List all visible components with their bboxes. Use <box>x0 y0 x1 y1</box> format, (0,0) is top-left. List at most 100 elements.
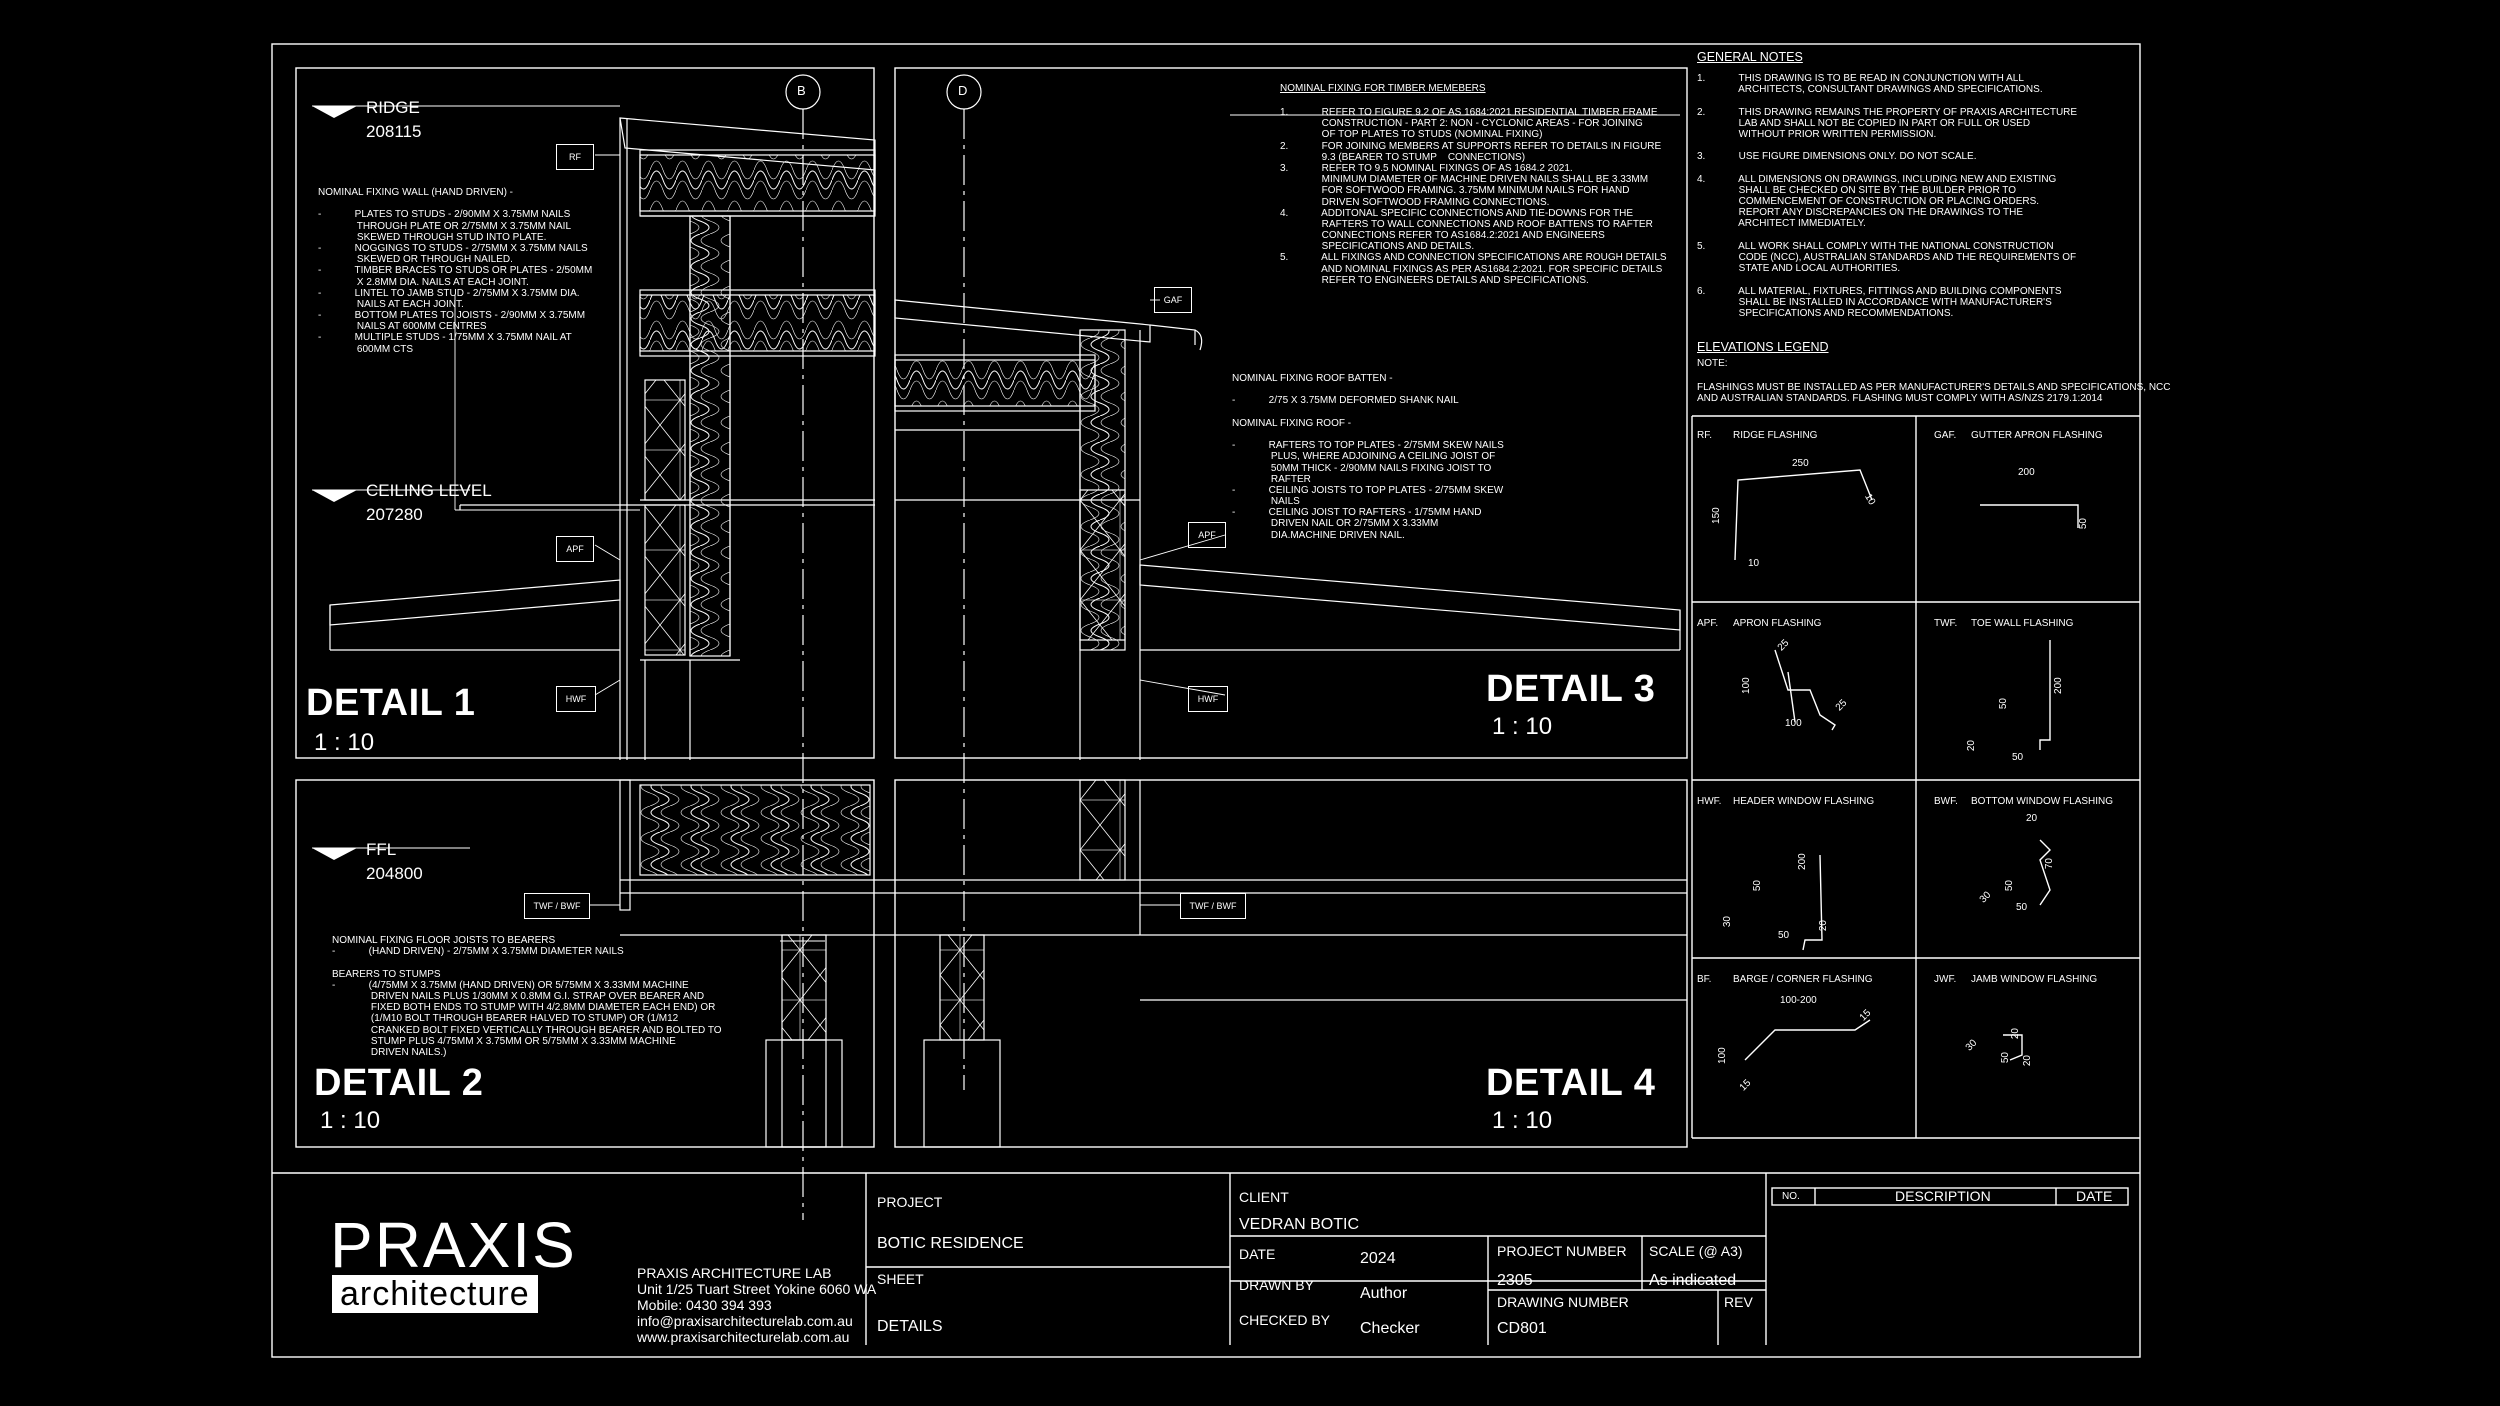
client-name: VEDRAN BOTIC <box>1239 1216 1360 1233</box>
drawing-number-label: DRAWING NUMBER <box>1497 1294 1629 1310</box>
sheet-borders <box>271 43 2141 1358</box>
flashing-bwf-dim-3: 50 <box>2003 880 2015 892</box>
flashing-bwf-dim-2: 70 <box>2043 858 2055 870</box>
flashing-gaf-dim-2: 50 <box>2077 518 2089 530</box>
project-number-label: PROJECT NUMBER <box>1497 1243 1627 1259</box>
flashing-apf-name: APRON FLASHING <box>1733 618 1822 629</box>
flashing-twf-dim-2: 50 <box>1997 698 2009 710</box>
floor-fixing-notes: NOMINAL FIXING FLOOR JOISTS TO BEARERS -… <box>332 935 722 1058</box>
project-label: PROJECT <box>877 1194 943 1210</box>
date-label: DATE <box>1239 1246 1276 1262</box>
wall-fixing-notes: NOMINAL FIXING WALL (HAND DRIVEN) - - PL… <box>318 187 593 355</box>
firm-website: www.praxisarchitecturelab.com.au <box>637 1329 850 1345</box>
detail-1-scale: 1 : 10 <box>314 729 375 756</box>
revision-no-header: NO. <box>1782 1191 1800 1202</box>
project-number-value: 2305 <box>1497 1272 1533 1289</box>
flashing-bwf-dim-1: 20 <box>2026 813 2038 824</box>
flashing-hwf-dim-5: 20 <box>1817 920 1829 932</box>
ceiling-value: 207280 <box>366 505 423 524</box>
date-value: 2024 <box>1360 1250 1396 1267</box>
gridline-b-marker: B <box>797 83 806 98</box>
ridge-label: RIDGE <box>366 98 420 117</box>
revision-date-header: DATE <box>2076 1188 2113 1204</box>
gridline-d-marker: D <box>958 83 968 98</box>
flashing-rf-dim-2: 150 <box>1710 507 1722 524</box>
flashing-bwf-name: BOTTOM WINDOW FLASHING <box>1971 796 2114 807</box>
detail-2-title: DETAIL 2 <box>314 1062 484 1104</box>
leader-lines <box>454 114 1680 942</box>
flashing-twf-dim-1: 200 <box>2052 677 2064 694</box>
ffl-label: FFL <box>366 840 397 859</box>
flashing-rf-name: RIDGE FLASHING <box>1733 430 1818 441</box>
rev-label: REV <box>1724 1294 1753 1310</box>
flashing-jwf-dim-1: 20 <box>2009 1028 2021 1040</box>
elevations-legend-title: ELEVATIONS LEGEND <box>1697 340 1829 354</box>
flashing-hwf-dim-3: 50 <box>1778 930 1790 941</box>
checked-by-value: Checker <box>1360 1320 1420 1337</box>
ceiling-label: CEILING LEVEL <box>366 481 492 500</box>
flashing-jwf-dim-3: 50 <box>1999 1052 2011 1064</box>
detail-2-scale: 1 : 10 <box>320 1107 381 1134</box>
sheet-name: DETAILS <box>877 1318 943 1335</box>
ridge-value: 208115 <box>366 122 422 141</box>
detail-3-scale: 1 : 10 <box>1492 713 1553 740</box>
tag-apf-right: APF <box>1188 522 1226 548</box>
legend-note-label: NOTE: <box>1697 358 1728 369</box>
sheet-label: SHEET <box>877 1271 924 1287</box>
timber-members-title: NOMINAL FIXING FOR TIMBER MEMEBERS <box>1280 83 1486 94</box>
flashing-rf-dim-1: 250 <box>1792 458 1809 469</box>
flashing-twf-code: TWF. <box>1934 618 1958 629</box>
flashing-hwf-dim-2: 50 <box>1751 880 1763 892</box>
flashing-bf-name: BARGE / CORNER FLASHING <box>1733 974 1873 985</box>
detail-3-section <box>894 299 1681 760</box>
detail-1-title: DETAIL 1 <box>306 682 476 724</box>
detail-4-scale: 1 : 10 <box>1492 1107 1553 1134</box>
level-markers <box>312 105 620 860</box>
flashing-rf-code: RF. <box>1697 430 1712 441</box>
flashing-bwf-code: BWF. <box>1934 796 1958 807</box>
grid-lines <box>785 74 982 1220</box>
flashing-hwf-dim-4: 30 <box>1721 916 1733 928</box>
floor-sections <box>619 779 1687 1148</box>
tag-twf-bwf-left: TWF / BWF <box>524 893 590 919</box>
flashing-apf-dim-1: 100 <box>1740 677 1752 694</box>
drawing-number-value: CD801 <box>1497 1320 1547 1337</box>
flashing-apf-dim-2: 100 <box>1785 718 1802 729</box>
flashing-jwf-name: JAMB WINDOW FLASHING <box>1971 974 2098 985</box>
flashing-gaf-name: GUTTER APRON FLASHING <box>1971 430 2103 441</box>
project-name: BOTIC RESIDENCE <box>877 1235 1024 1252</box>
flashing-rf-dim-4: 10 <box>1748 558 1760 569</box>
flashing-apf-code: APF. <box>1697 618 1719 629</box>
flashing-hwf-dim-1: 200 <box>1796 853 1808 870</box>
flashing-twf-dim-4: 20 <box>1965 740 1977 752</box>
firm-name: PRAXIS ARCHITECTURE LAB <box>637 1265 832 1281</box>
tag-hwf-left: HWF <box>556 686 596 712</box>
client-label: CLIENT <box>1239 1189 1289 1205</box>
scale-label: SCALE (@ A3) <box>1649 1243 1743 1259</box>
checked-by-label: CHECKED BY <box>1239 1312 1331 1328</box>
general-notes-body: 1. THIS DRAWING IS TO BE READ IN CONJUNC… <box>1697 73 2078 319</box>
ffl-value: 204800 <box>366 864 423 883</box>
general-notes-title: GENERAL NOTES <box>1697 50 1803 64</box>
flashing-jwf-code: JWF. <box>1934 974 1957 985</box>
flashing-bf-dim-2: 100 <box>1716 1047 1728 1064</box>
drawn-by-value: Author <box>1360 1285 1408 1302</box>
scale-value: As indicated <box>1649 1272 1737 1289</box>
flashing-gaf-code: GAF. <box>1934 430 1957 441</box>
detail-4-title: DETAIL 4 <box>1486 1062 1656 1104</box>
logo-praxis: PRAXIS <box>330 1209 577 1281</box>
tag-apf-left: APF <box>556 536 594 562</box>
tag-twf-bwf-right: TWF / BWF <box>1180 893 1246 919</box>
legend-note: FLASHINGS MUST BE INSTALLED AS PER MANUF… <box>1697 382 2171 405</box>
flashing-hwf-code: HWF. <box>1697 796 1722 807</box>
flashing-jwf-dim-4: 20 <box>2021 1055 2033 1067</box>
flashing-bwf-dim-5: 50 <box>2016 902 2028 913</box>
flashing-gaf-dim-1: 200 <box>2018 467 2035 478</box>
flashing-twf-dim-3: 50 <box>2012 752 2024 763</box>
roof-fixing-notes: NOMINAL FIXING ROOF BATTEN - - 2/75 X 3.… <box>1232 373 1504 541</box>
tag-gaf: GAF <box>1154 287 1192 313</box>
logo-architecture: architecture <box>332 1275 538 1314</box>
detail-1-section <box>329 117 876 760</box>
